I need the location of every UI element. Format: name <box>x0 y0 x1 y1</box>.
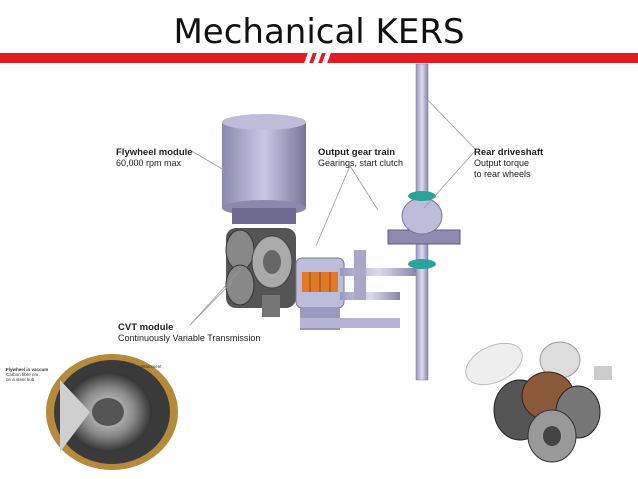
inset-containment-label: Flywheel containment <box>118 364 162 369</box>
output-gear-title: Output gear train <box>318 147 396 158</box>
flywheel-module-label: Flywheel module 60,000 rpm max <box>116 147 193 169</box>
output-gear-label: Output gear train Gearings, start clutch <box>318 147 403 169</box>
driveshaft-gear <box>387 191 461 269</box>
flywheel-cylinder <box>222 122 306 208</box>
inset-vacuum-line1: Flywheel in vaccum <box>6 367 49 372</box>
gear-assembly-image <box>465 341 612 463</box>
inset-vacuum-line2: Carbon fibre rim <box>6 372 39 377</box>
rear-driveshaft-title: Rear driveshaft <box>474 147 544 158</box>
rear-driveshaft-sub1: Output torque <box>474 158 530 168</box>
cvt-module-label: CVT module Continuously Variable Transmi… <box>118 322 260 344</box>
slide-title: Mechanical KERS <box>173 12 465 52</box>
rear-driveshaft-sub2: to rear wheels <box>474 169 531 179</box>
cvt-gear-cluster <box>225 228 296 317</box>
inset-vacuum-label: Flywheel in vaccum Carbon fibre rim on a… <box>6 367 48 382</box>
rear-driveshaft-label: Rear driveshaft Output torque to rear wh… <box>474 147 543 180</box>
cvt-module-sub: Continuously Variable Transmission <box>118 333 261 343</box>
output-gear-sub: Gearings, start clutch <box>318 158 404 168</box>
cvt-module-title: CVT module <box>118 322 174 333</box>
flywheel-module-sub: 60,000 rpm max <box>116 158 182 168</box>
flywheel-module-title: Flywheel module <box>116 147 193 158</box>
inset-vacuum-line3: on a steel hub <box>6 377 35 382</box>
flywheel-cutaway-image <box>2 350 188 472</box>
